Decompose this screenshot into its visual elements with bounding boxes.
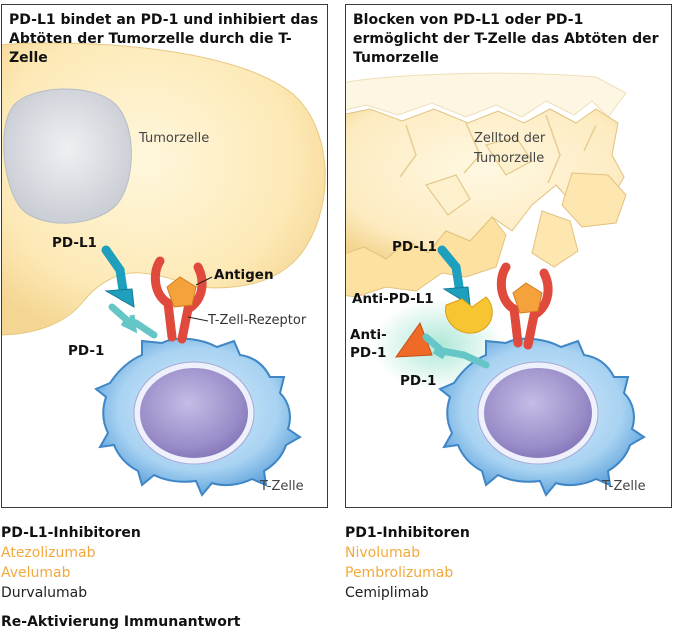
- pd1-inhibitor-heading: PD1-Inhibitoren: [345, 525, 470, 541]
- antigen-label: Antigen: [214, 267, 274, 283]
- panel-checkpoint-blockade: Blocken von PD-L1 oder PD-1 ermöglicht d…: [345, 4, 672, 508]
- anti-pd-l1-antibody: [445, 296, 493, 334]
- pd-1-receptor: [108, 303, 158, 339]
- diagram-checkpoint-blockade: [346, 72, 646, 497]
- pd-1-receptor: [422, 333, 490, 369]
- drug-item: Durvalumab: [1, 585, 88, 601]
- antigen: [166, 276, 197, 308]
- tumor-death-label-line2: Tumorzelle: [474, 151, 545, 166]
- tumor-cell-label: Tumorzelle: [139, 131, 210, 146]
- anti-pd-1-label-line1: Anti-: [350, 327, 387, 343]
- pd-l1-inhibitor-list: PD-L1-Inhibitoren Atezolizumab Avelumab …: [1, 523, 141, 603]
- panel-title: PD-L1 bindet an PD-1 und inhibiert das A…: [9, 12, 319, 66]
- pd-1-label: PD-1: [68, 343, 105, 359]
- anti-pd-1-label-line2: PD-1: [350, 345, 387, 361]
- t-cell-nucleus-rim: [477, 361, 599, 465]
- pd1-inhibitor-list: PD1-Inhibitoren Nivolumab Pembrolizumab …: [345, 523, 470, 603]
- pd-1-label: PD-1: [400, 373, 437, 389]
- panel-title: Blocken von PD-L1 oder PD-1 ermöglicht d…: [353, 12, 659, 66]
- t-cell-nucleus-rim: [133, 361, 255, 465]
- t-cell-receptor-label: T-Zell-Rezeptor: [208, 313, 307, 328]
- antigen: [512, 282, 543, 314]
- panel-pd1-binding: PD-L1 bindet an PD-1 und inhibiert das A…: [1, 4, 328, 508]
- t-cell-receptor: [150, 256, 207, 344]
- diagram-pd1-binding: [2, 42, 326, 497]
- t-cell-label: T-Zelle: [602, 479, 646, 494]
- t-cell-nucleus: [478, 362, 598, 464]
- anti-pd-l1-label: Anti-PD-L1: [352, 291, 434, 307]
- t-cell-label: T-Zelle: [260, 479, 304, 494]
- tumor-death-label-line1: Zelltod der: [474, 131, 546, 146]
- pd-l1-receptor: [101, 245, 135, 308]
- t-cell-receptor: [496, 262, 553, 350]
- drug-item: Nivolumab: [345, 545, 421, 561]
- immune-reactivation-caption: Re-Aktivierung Immunantwort: [1, 614, 241, 630]
- pd-l1-label: PD-L1: [392, 239, 437, 255]
- t-cell-nucleus: [134, 362, 254, 464]
- drug-item: Cemiplimab: [345, 585, 429, 601]
- pd-l1-inhibitor-heading: PD-L1-Inhibitoren: [1, 525, 141, 541]
- pd-l1-label: PD-L1: [52, 235, 97, 251]
- drug-item: Avelumab: [1, 565, 71, 581]
- dying-tumor-cell: [346, 72, 627, 298]
- drug-item: Atezolizumab: [1, 545, 96, 561]
- drug-item: Pembrolizumab: [345, 565, 454, 581]
- tumor-nucleus: [3, 88, 132, 224]
